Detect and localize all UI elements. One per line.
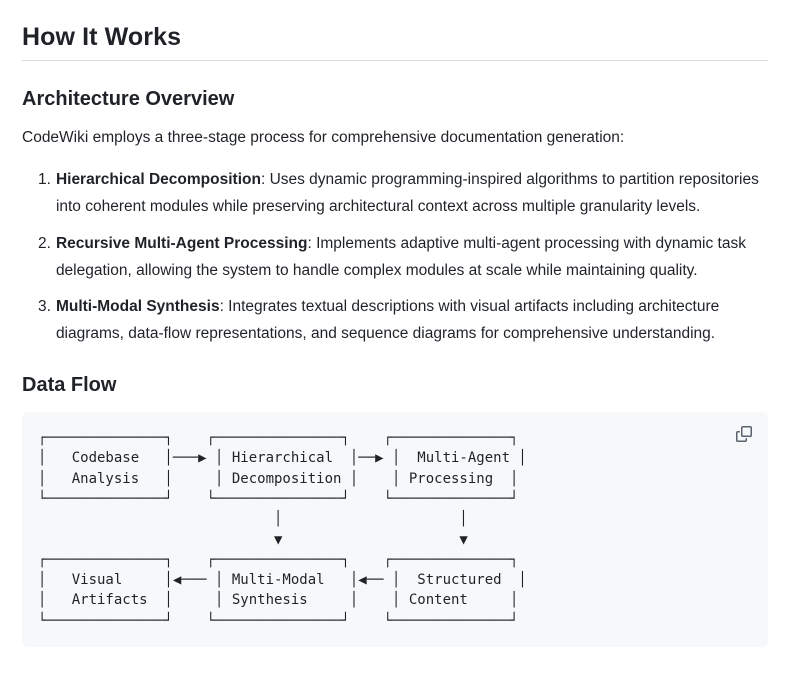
step-description: : Integrates textual descriptions with v…	[55, 297, 720, 342]
code-block: ┌──────────────┐ ┌───────────────┐ ┌────…	[22, 412, 768, 647]
list-item: 3.Multi-Modal Synthesis: Integrates text…	[38, 293, 768, 347]
list-item-number: 1.	[38, 171, 51, 189]
markdown-body: How It Works Architecture Overview CodeW…	[22, 22, 768, 647]
list-item-text: Hierarchical Decomposition: Uses dynamic…	[56, 166, 768, 220]
list-item-number: 2.	[38, 234, 51, 252]
step-title: Multi-Modal Synthesis	[55, 297, 220, 315]
list-item-number: 3.	[38, 297, 51, 315]
architecture-intro: CodeWiki employs a three-stage process f…	[22, 129, 625, 147]
step-description: : Uses dynamic programming-inspired algo…	[55, 171, 759, 216]
page-title: How It Works	[22, 22, 768, 62]
list-item-text: Multi-Modal Synthesis: Integrates textua…	[56, 293, 768, 347]
list-item: 1.Hierarchical Decomposition: Uses dynam…	[38, 166, 768, 220]
architecture-steps-list: 1.Hierarchical Decomposition: Uses dynam…	[22, 166, 768, 347]
step-description: : Implements adaptive multi-agent proces…	[55, 234, 746, 279]
step-title: Recursive Multi-Agent Processing	[55, 234, 308, 252]
section-data-flow: Data Flow ┌──────────────┐ ┌────────────…	[22, 373, 768, 647]
copy-button[interactable]	[732, 422, 756, 446]
copy-icon	[736, 426, 752, 443]
list-item-text: Recursive Multi-Agent Processing: Implem…	[56, 230, 768, 284]
data-flow-heading: Data Flow	[22, 374, 117, 397]
list-item: 2.Recursive Multi-Agent Processing: Impl…	[38, 230, 768, 284]
section-architecture-overview: Architecture Overview CodeWiki employs a…	[22, 87, 768, 347]
architecture-overview-heading: Architecture Overview	[22, 88, 235, 111]
step-title: Hierarchical Decomposition	[55, 171, 261, 189]
ascii-diagram: ┌──────────────┐ ┌───────────────┐ ┌────…	[38, 430, 527, 629]
